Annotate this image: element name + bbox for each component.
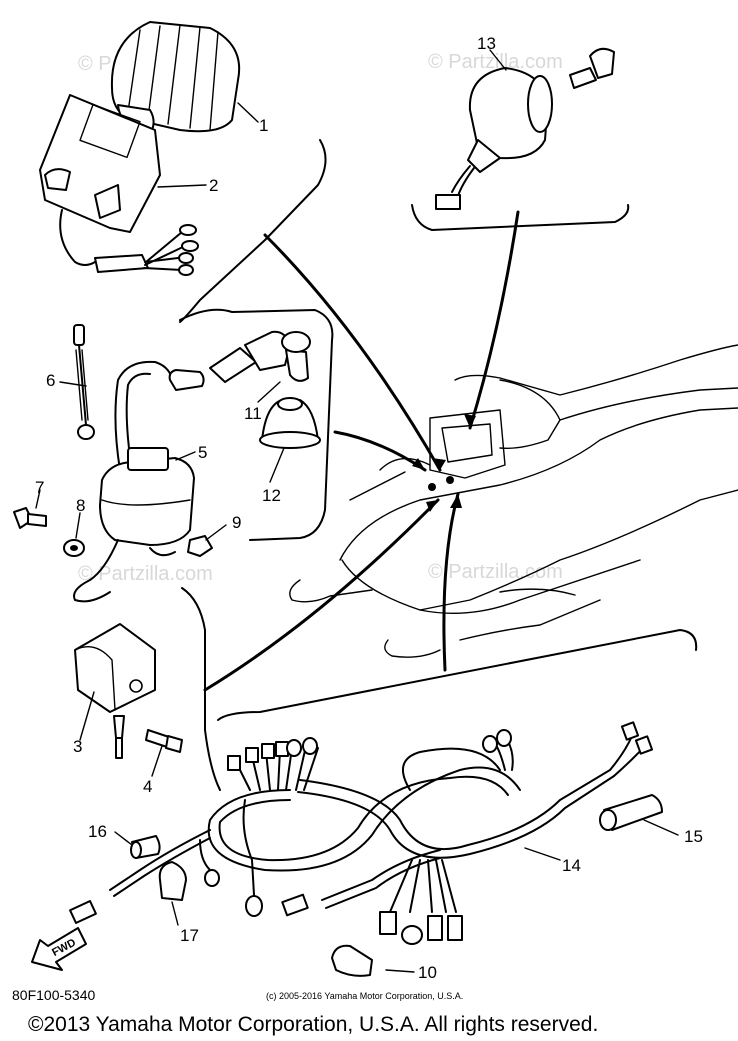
part-4-screw bbox=[145, 729, 183, 753]
part-3-cdi-unit bbox=[74, 623, 156, 759]
callout-7: 7 bbox=[35, 478, 44, 497]
part-7-bolt bbox=[13, 507, 47, 529]
vehicle-outline bbox=[289, 344, 738, 658]
leader-line bbox=[333, 430, 427, 472]
watermark: © Partzilla.com bbox=[428, 561, 563, 583]
part-13-main-switch bbox=[435, 47, 615, 210]
part-2-switch-housing bbox=[39, 94, 199, 276]
diagram-code: 80F100-5340 bbox=[12, 987, 96, 1003]
copyright-notice: ©2013 Yamaha Motor Corporation, U.S.A. A… bbox=[28, 1013, 598, 1036]
group-bracket bbox=[181, 587, 221, 791]
callout-16: 16 bbox=[88, 822, 107, 841]
callout-15: 15 bbox=[684, 827, 703, 846]
callout-11: 11 bbox=[244, 404, 262, 423]
group-bracket bbox=[217, 629, 698, 721]
leader-line bbox=[442, 492, 460, 672]
watermark: © Partzilla.com bbox=[428, 51, 563, 73]
part-10-clamp bbox=[331, 944, 373, 977]
callout-1: 1 bbox=[259, 116, 268, 135]
part-6-ground-strap bbox=[73, 324, 95, 440]
callout-2: 2 bbox=[209, 176, 218, 195]
callout-12: 12 bbox=[262, 486, 281, 505]
part-9-nut bbox=[187, 535, 213, 557]
part-17-clamp bbox=[158, 861, 187, 901]
leader-line bbox=[468, 210, 520, 430]
group-bracket bbox=[179, 308, 334, 541]
callout-labels: 1 2 3 4 5 6 7 8 9 10 11 12 13 14 15 16 1… bbox=[35, 34, 703, 982]
leader-line bbox=[203, 498, 440, 692]
part-16-cap bbox=[130, 835, 161, 859]
callout-9: 9 bbox=[232, 513, 241, 532]
group-bracket bbox=[179, 139, 327, 323]
callout-17: 17 bbox=[180, 926, 199, 945]
callout-3: 3 bbox=[73, 737, 82, 756]
part-12-boot bbox=[259, 397, 321, 449]
group-bracket bbox=[411, 204, 630, 231]
part-1-grip bbox=[110, 21, 241, 133]
watermark: © Partzilla.com bbox=[78, 563, 213, 585]
callout-14: 14 bbox=[562, 856, 581, 875]
leader-line bbox=[263, 233, 442, 472]
callout-5: 5 bbox=[198, 443, 207, 462]
callout-10: 10 bbox=[418, 963, 437, 982]
callout-13: 13 bbox=[477, 34, 496, 53]
small-copyright: (c) 2005-2016 Yamaha Motor Corporation, … bbox=[266, 991, 463, 1001]
callout-8: 8 bbox=[76, 496, 85, 515]
part-5-ignition-coil bbox=[73, 360, 195, 603]
callout-6: 6 bbox=[46, 371, 55, 390]
part-15-cap bbox=[599, 794, 663, 831]
forward-arrow-icon: FWD bbox=[31, 927, 87, 971]
callout-4: 4 bbox=[143, 777, 152, 796]
part-spark-plug-cap bbox=[168, 330, 311, 391]
part-14-wire-harness bbox=[69, 721, 654, 945]
